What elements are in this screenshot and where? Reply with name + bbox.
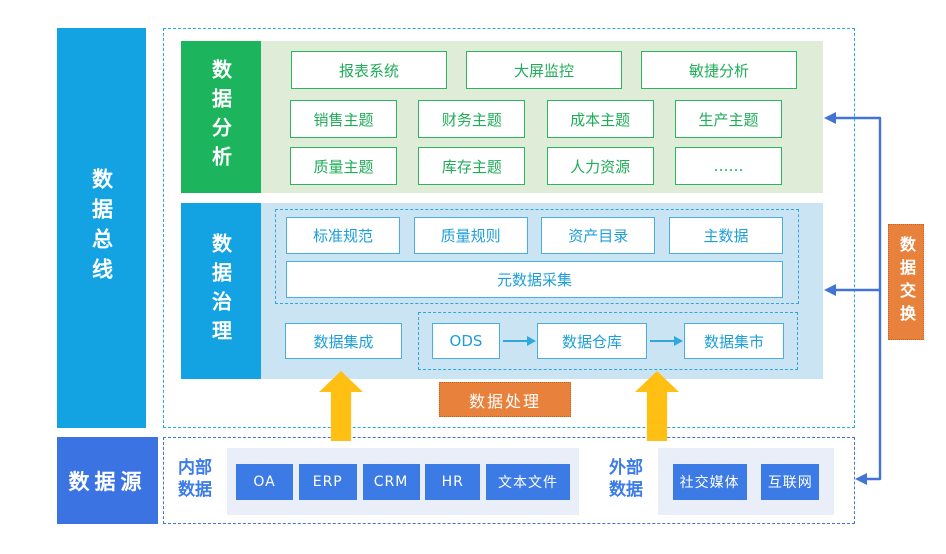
box-finance-theme: 财务主题 (418, 100, 526, 138)
data-source-container: 内部 数据 OA ERP CRM HR 文本文件 外部 数据 社交媒体 互联网 (163, 437, 855, 524)
analysis-row-themes-2: 质量主题 库存主题 人力资源 …… (290, 147, 782, 185)
box-agile-analysis: 敏捷分析 (641, 51, 797, 89)
analysis-row-apps: 报表系统 大屏监控 敏捷分析 (291, 51, 797, 89)
box-screen-monitor: 大屏监控 (466, 51, 622, 89)
box-hr: HR (425, 463, 481, 500)
data-exchange-box: 数据交换 (888, 224, 924, 340)
exchange-connector-arrows-icon (824, 112, 882, 485)
box-oa: OA (236, 463, 293, 500)
external-data-label: 外部 数据 (609, 458, 643, 501)
box-asset-catalog: 资产目录 (541, 217, 656, 254)
external-data-group: 社交媒体 互联网 (658, 448, 834, 515)
governance-section-label: 数据治理 (181, 203, 261, 379)
box-master-data: 主数据 (668, 217, 783, 254)
box-hr-theme: 人力资源 (546, 147, 654, 185)
box-production-theme: 生产主题 (674, 100, 782, 138)
data-bus-bar: 数据总线 (57, 28, 146, 428)
governance-section: 标准规范 质量规则 资产目录 主数据 元数据采集 数据集成 ODS 数据仓库 数… (261, 203, 823, 379)
box-internet: 互联网 (761, 463, 820, 500)
box-ellipsis: …… (674, 147, 782, 185)
box-inventory-theme: 库存主题 (418, 147, 526, 185)
data-exchange-label: 数据交换 (897, 236, 916, 328)
box-erp: ERP (298, 463, 357, 500)
governance-rules-row: 标准规范 质量规则 资产目录 主数据 (286, 217, 783, 254)
data-processing-box: 数据处理 (439, 382, 571, 417)
right-arrow-icon (650, 336, 683, 346)
box-social-media: 社交媒体 (672, 463, 747, 500)
box-data-mart: 数据集市 (684, 323, 784, 359)
governance-rules-group: 标准规范 质量规则 资产目录 主数据 元数据采集 (275, 209, 799, 304)
box-data-integration: 数据集成 (285, 323, 402, 359)
analysis-section: 报表系统 大屏监控 敏捷分析 销售主题 财务主题 成本主题 生产主题 质量主题 … (261, 41, 823, 193)
box-ods: ODS (432, 323, 500, 359)
box-quality-rules: 质量规则 (413, 217, 528, 254)
data-source-label: 数据源 (68, 469, 147, 494)
box-report-system: 报表系统 (291, 51, 447, 89)
internal-data-label: 内部 数据 (178, 458, 212, 501)
data-bus-label: 数据总线 (89, 168, 114, 288)
internal-data-group: OA ERP CRM HR 文本文件 (227, 448, 579, 515)
data-bus-container: 数据分析 报表系统 大屏监控 敏捷分析 销售主题 财务主题 成本主题 生产主题 … (163, 28, 855, 428)
data-source-bar: 数据源 (57, 437, 158, 524)
warehouse-flow-group: ODS 数据仓库 数据集市 (418, 312, 798, 370)
box-cost-theme: 成本主题 (546, 100, 654, 138)
box-sales-theme: 销售主题 (290, 100, 397, 138)
box-crm: CRM (362, 463, 420, 500)
box-standards: 标准规范 (286, 217, 400, 254)
box-metadata-collection: 元数据采集 (286, 261, 783, 298)
box-quality-theme: 质量主题 (290, 147, 397, 185)
analysis-row-themes-1: 销售主题 财务主题 成本主题 生产主题 (290, 100, 782, 138)
right-arrow-icon (503, 336, 536, 346)
box-data-warehouse: 数据仓库 (537, 323, 647, 359)
analysis-section-label: 数据分析 (181, 41, 261, 193)
box-text-file: 文本文件 (486, 463, 570, 500)
